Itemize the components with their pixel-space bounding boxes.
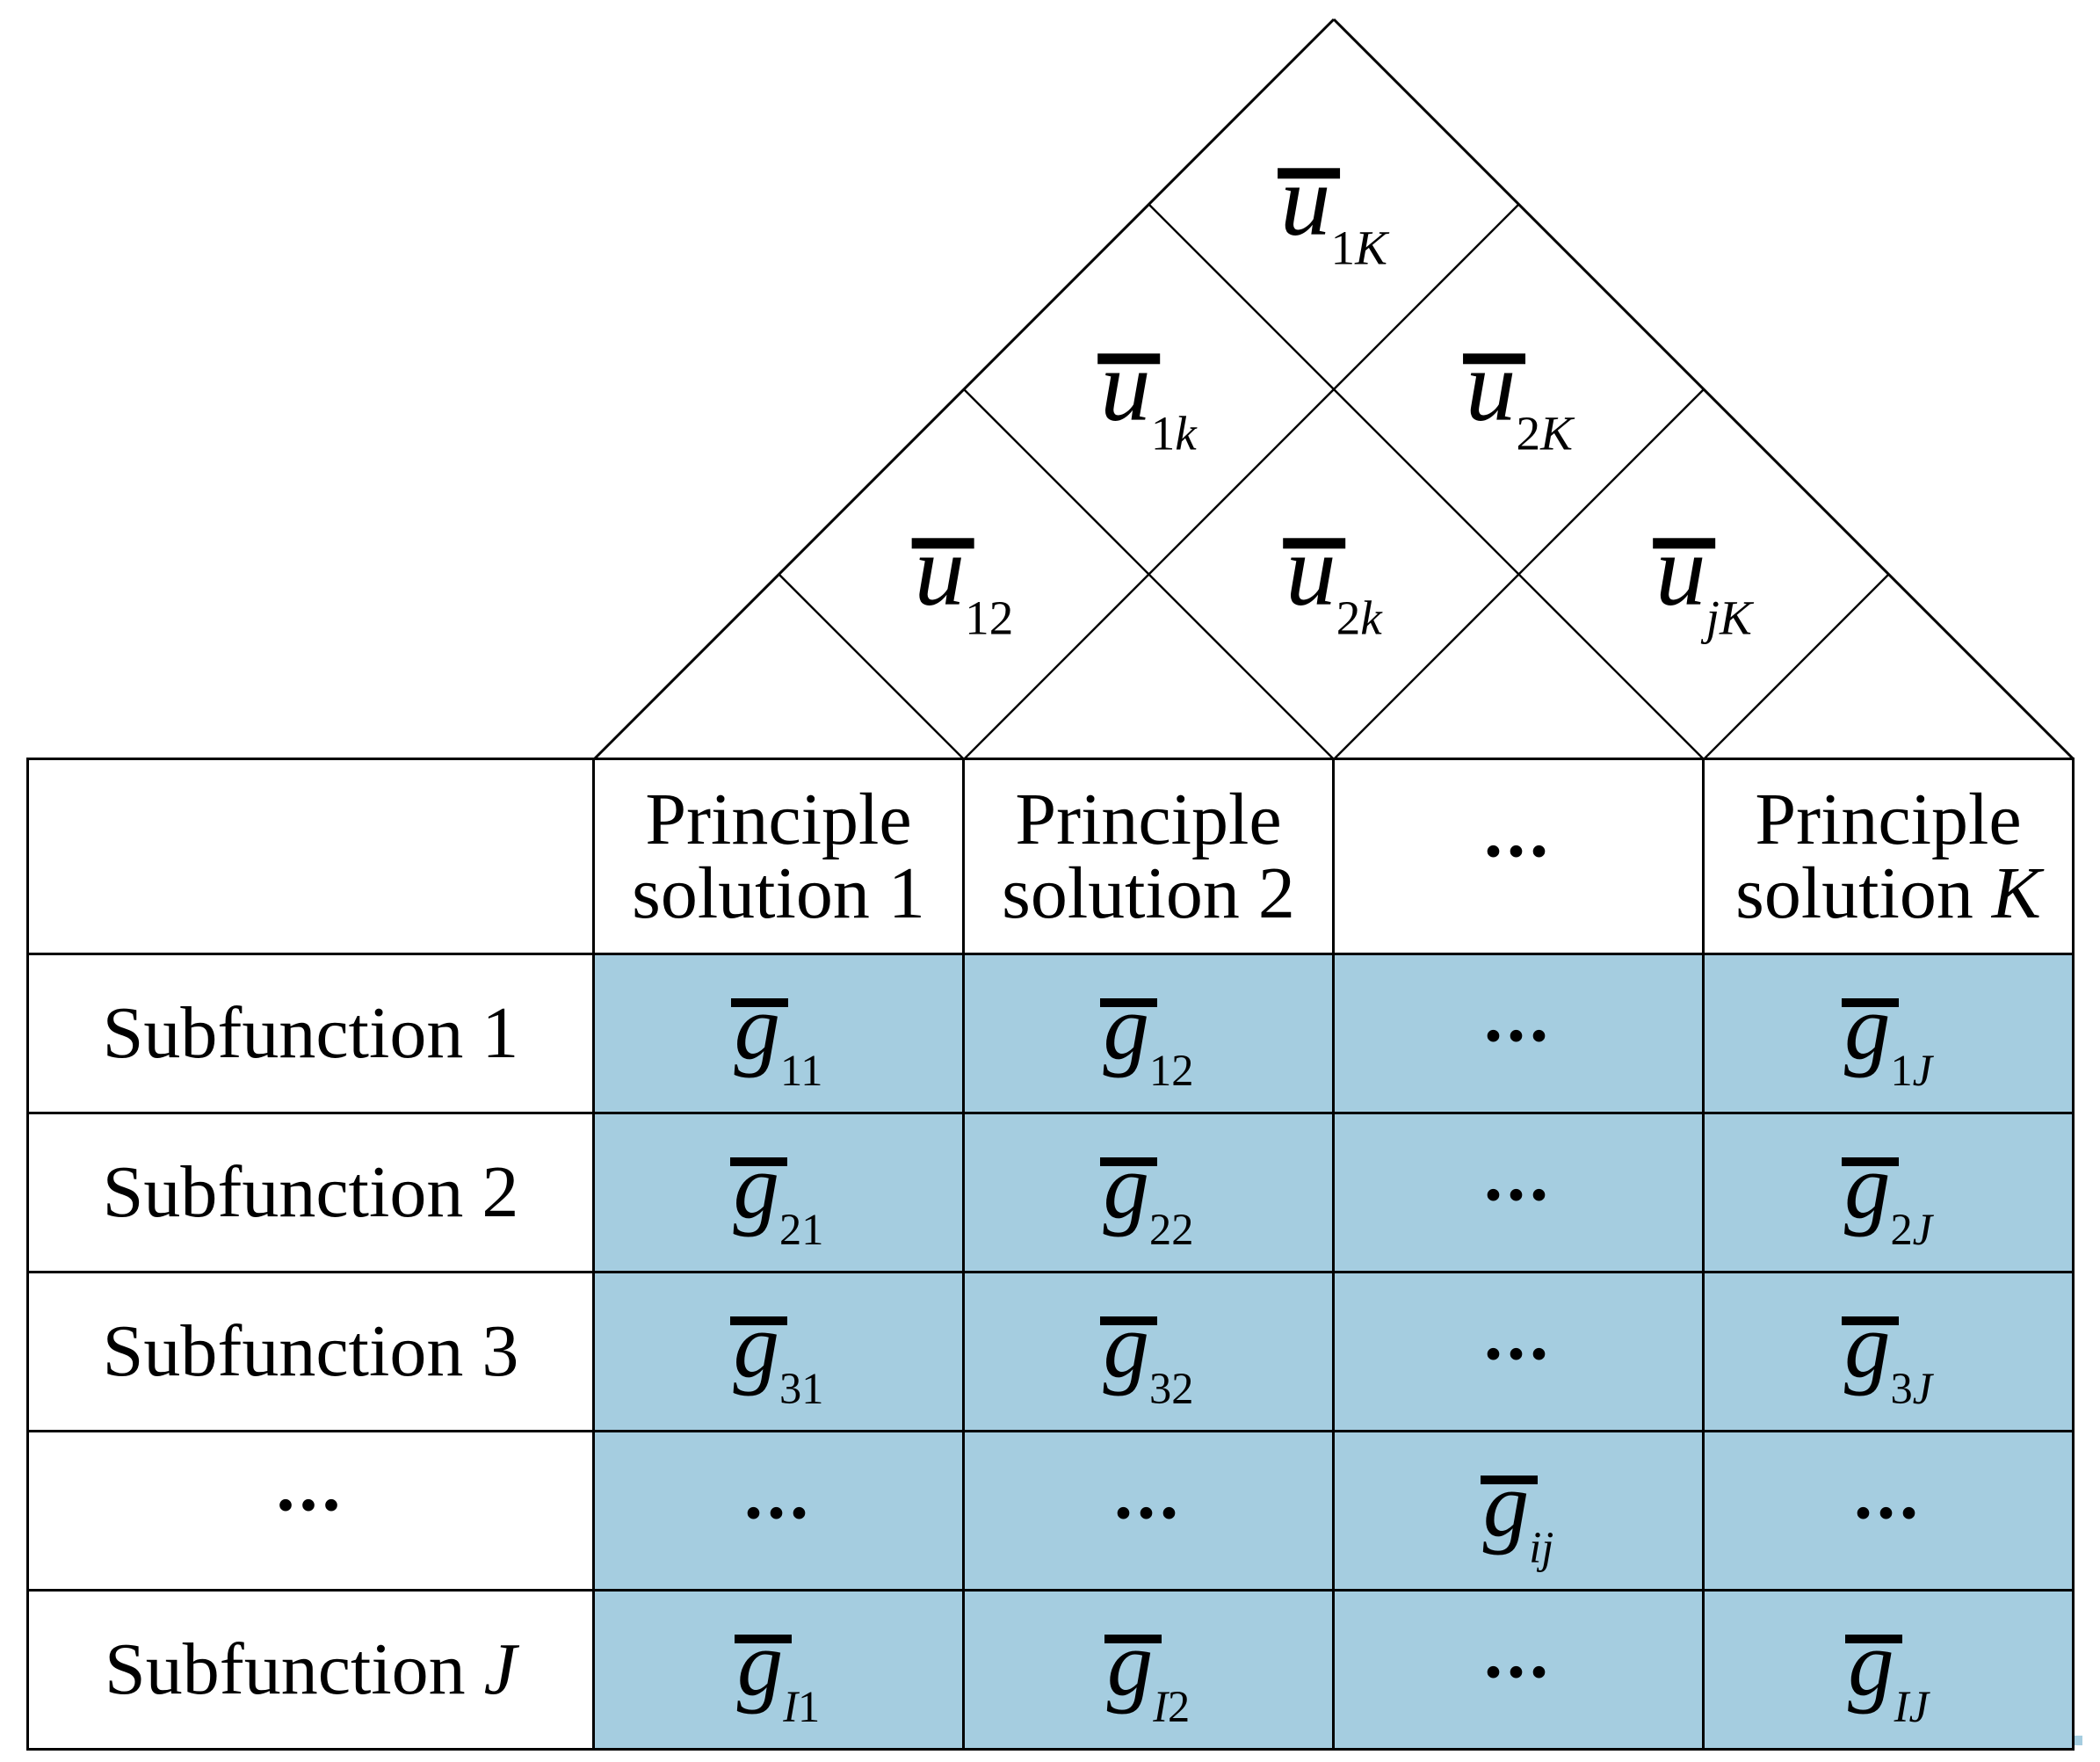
cell-g-32: g32 — [962, 1271, 1335, 1432]
roof-correlation-lattice — [592, 18, 2075, 761]
cell-g-1J: g1J — [1702, 953, 2075, 1114]
roof-line — [1148, 203, 1705, 760]
roof-cell-u1K: u1K — [1277, 144, 1387, 275]
g-bar-value: g3J — [1841, 1294, 1933, 1414]
g-bar-value: gij — [1480, 1453, 1554, 1573]
roof-line — [963, 203, 1520, 760]
cell-g-21: g21 — [592, 1112, 965, 1273]
g-bar-value: gIJ — [1845, 1612, 1929, 1732]
g-bar-value: g32 — [1100, 1294, 1194, 1414]
g-bar-value: g11 — [731, 975, 823, 1096]
roof-line — [963, 388, 1335, 760]
cell-g-3J: g3J — [1702, 1271, 2075, 1432]
u-bar: u — [1097, 330, 1160, 442]
g-bar-value: g1J — [1841, 975, 1933, 1096]
cell-g-I2: gI2 — [962, 1589, 1335, 1751]
roof-line — [778, 573, 965, 760]
col-header-ellipsis: ... — [1332, 758, 1705, 955]
g-bar-value: gI2 — [1104, 1612, 1191, 1732]
row-header-subfunction-J: Subfunction J — [26, 1589, 595, 1751]
col-header-principle-solution-2: Principle solution 2 — [962, 758, 1335, 955]
col-header-principle-solution-1: Principle solution 1 — [592, 758, 965, 955]
u-bar: u — [1652, 514, 1715, 627]
table-row-subfunction-3: Subfunction 3 g31 g32 ... g3J — [26, 1271, 2075, 1432]
corner-cell — [26, 758, 595, 955]
cell-g-ij: gij — [1332, 1430, 1705, 1592]
col-header-principle-solution-K: Principle solution K — [1702, 758, 2075, 955]
cell-ellipsis: ... — [962, 1430, 1335, 1592]
cell-ellipsis: ... — [592, 1430, 965, 1592]
u-bar: u — [1282, 514, 1345, 627]
g-bar-value: gI1 — [734, 1612, 821, 1732]
roof-cell-u1k: u1k — [1097, 330, 1197, 460]
roof-cell-u2k: u2k — [1282, 514, 1382, 645]
roof-cell-u12: u12 — [911, 514, 1014, 645]
table-row-subfunction-1: Subfunction 1 g11 g12 ... g1J — [26, 953, 2075, 1114]
cell-ellipsis: ... — [1332, 1112, 1705, 1273]
row-header-subfunction-3: Subfunction 3 — [26, 1271, 595, 1432]
header-row: Principle solution 1 Principle solution … — [26, 758, 2075, 955]
row-header-subfunction-1: Subfunction 1 — [26, 953, 595, 1114]
cell-g-11: g11 — [592, 953, 965, 1114]
row-header-ellipsis: ... — [26, 1430, 595, 1592]
roof-line — [1703, 573, 1890, 760]
roof-cell-ujK: ujK — [1652, 514, 1752, 645]
g-bar-value: g21 — [730, 1135, 824, 1255]
g-bar-value: g22 — [1100, 1135, 1194, 1255]
u-bar: u — [911, 514, 974, 627]
evaluation-matrix-table: Principle solution 1 Principle solution … — [26, 758, 2075, 1751]
table-row-subfunction-J: Subfunction J gI1 gI2 ... gIJ — [26, 1589, 2075, 1751]
g-bar-value: g31 — [730, 1294, 824, 1414]
roof-cell-u2K: u2K — [1462, 330, 1573, 460]
cell-g-31: g31 — [592, 1271, 965, 1432]
cell-g-22: g22 — [962, 1112, 1335, 1273]
cell-g-2J: g2J — [1702, 1112, 2075, 1273]
g-bar-value: g12 — [1100, 975, 1194, 1096]
cell-ellipsis: ... — [1702, 1430, 2075, 1592]
cell-ellipsis: ... — [1332, 953, 1705, 1114]
cell-g-12: g12 — [962, 953, 1335, 1114]
u-bar: u — [1462, 330, 1525, 442]
cell-g-IJ: gIJ — [1702, 1589, 2075, 1751]
row-header-subfunction-2: Subfunction 2 — [26, 1112, 595, 1273]
g-bar-value: g2J — [1841, 1135, 1933, 1255]
u-bar: u — [1277, 144, 1340, 257]
table-row-subfunction-2: Subfunction 2 g21 g22 ... g2J — [26, 1112, 2075, 1273]
cell-ellipsis: ... — [1332, 1271, 1705, 1432]
cell-g-I1: gI1 — [592, 1589, 965, 1751]
cell-ellipsis: ... — [1332, 1589, 1705, 1751]
table-row-ellipsis: ... ... ... gij ... — [26, 1430, 2075, 1592]
